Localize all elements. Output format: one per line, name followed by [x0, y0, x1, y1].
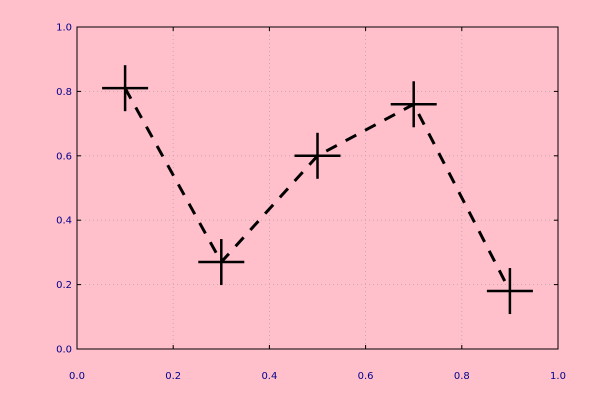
frame-layer	[76, 26, 559, 350]
grid-layer	[77, 27, 558, 349]
plot-frame	[76, 26, 559, 350]
x-tick-label-4: 0.8	[454, 371, 470, 382]
data-point-0-0	[102, 65, 149, 112]
y-tick-label-2: 0.4	[56, 216, 72, 227]
x-tick-label-5: 1.0	[550, 371, 566, 382]
series-layer	[102, 65, 533, 315]
x-tick-label-0: 0.0	[69, 371, 85, 382]
data-point-0-4	[486, 268, 533, 315]
x-tick-label-1: 0.2	[165, 371, 181, 382]
y-tick-label-5: 1.0	[56, 23, 72, 34]
y-tick-label-1: 0.2	[56, 280, 72, 291]
data-point-0-1	[198, 239, 245, 286]
y-tick-label-0: 0.0	[56, 345, 72, 356]
data-point-0-3	[390, 81, 437, 128]
data-point-0-2	[294, 132, 341, 179]
series-line-0	[123, 87, 512, 292]
y-tick-label-4: 0.8	[56, 87, 72, 98]
tick-layer: 0.0 0.2 0.4 0.6 0.8 1.0 0.0 0.2 0.4 0.6 0.8 1.0	[56, 23, 566, 383]
y-tick-label-3: 0.6	[56, 151, 72, 162]
x-tick-label-3: 0.6	[358, 371, 374, 382]
x-tick-label-2: 0.4	[261, 371, 277, 382]
